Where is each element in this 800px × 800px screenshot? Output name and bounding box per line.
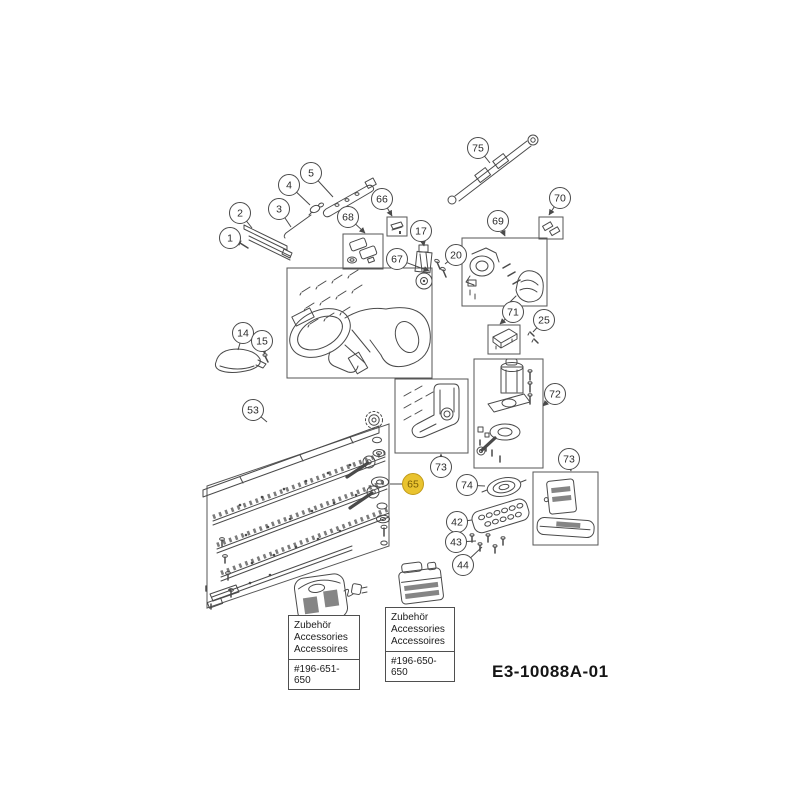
callout-1[interactable]: 1 [219,227,241,249]
part-box-66 [386,216,408,237]
callout-25[interactable]: 25 [532,309,555,333]
svg-text:43: 43 [450,537,462,549]
callout-15[interactable]: 15 [251,330,273,355]
part-blade-guide-53 [202,425,380,498]
svg-text:70: 70 [554,193,566,205]
svg-text:53: 53 [247,405,259,417]
svg-text:68: 68 [342,212,354,224]
callout-68[interactable]: 68 [337,206,366,234]
callout-14[interactable]: 14 [232,322,254,351]
svg-text:2: 2 [237,208,243,220]
svg-text:5: 5 [308,168,314,180]
accessory-line: Zubehör [294,620,332,631]
svg-text:4: 4 [286,180,292,192]
part-screws-20 [434,258,447,278]
svg-text:3: 3 [276,204,282,216]
part-box-72 [473,358,544,469]
part-box-68 [342,233,384,270]
svg-text:66: 66 [376,194,388,206]
svg-text:74: 74 [461,480,473,492]
part-screw-1 [238,240,249,249]
part-box-70 [538,216,564,240]
part-screws-25 [527,331,539,344]
callout-69[interactable]: 69 [487,210,509,237]
callout-2[interactable]: 2 [229,202,253,229]
callout-5[interactable]: 5 [300,162,334,198]
svg-text:72: 72 [549,389,561,401]
svg-text:65: 65 [407,479,419,491]
callout-42[interactable]: 42 [446,511,473,533]
part-box-69 [461,237,548,307]
svg-text:69: 69 [492,216,504,228]
accessory-part-number: #196-651-650 [289,659,359,689]
part-rod-3 [283,214,312,239]
part-screw-15 [262,353,269,363]
svg-text:71: 71 [507,307,519,319]
callout-73[interactable]: 73 [430,453,452,478]
svg-text:25: 25 [538,315,550,327]
svg-text:15: 15 [256,336,268,348]
svg-text:44: 44 [457,560,469,572]
svg-text:75: 75 [472,143,484,155]
part-clamp-4 [308,202,324,216]
part-box-71 [487,324,521,355]
accessory-battery [398,561,444,605]
callout-layer: 1 2 34 5 75 66 68 17 20 67 69 70 71 25 14 15 53 65 73 72 74 4… [219,137,580,576]
part-guard-rail-2 [243,224,293,261]
callout-71[interactable]: 71 [499,301,524,325]
part-screws-43-44 [469,533,506,554]
accessory-line: Accessories [391,624,445,635]
part-grille-74 [481,477,527,497]
part-shoulder-strap-75 [447,134,539,205]
part-plate-42 [471,498,530,534]
svg-text:14: 14 [237,328,249,340]
callout-75[interactable]: 75 [467,137,491,164]
callout-43[interactable]: 43 [445,531,477,553]
callout-65[interactable]: 65 [390,473,424,495]
callout-53[interactable]: 53 [242,399,268,423]
part-box-67 [286,267,433,379]
callout-4[interactable]: 4 [278,174,311,206]
part-motor-17 [414,244,433,290]
diagram-id: E3-10088A-01 [492,662,609,681]
callout-72[interactable]: 72 [542,383,566,407]
accessory-line: Zubehör [391,612,429,623]
callout-73[interactable]: 73 [558,448,580,472]
accessory-part-number: #196-650-650 [386,651,454,681]
callout-3[interactable]: 3 [268,198,292,228]
callout-20[interactable]: 20 [444,244,467,266]
callout-44[interactable]: 44 [452,546,483,576]
part-washer-stack-65 [345,411,390,546]
svg-text:17: 17 [415,226,427,238]
callout-70[interactable]: 70 [548,187,571,216]
callout-74[interactable]: 74 [456,474,486,496]
part-handle-bar-5 [322,177,377,218]
part-hand-guard-14 [214,348,267,373]
accessory-label-box-right: Zubehör Accessories Accessoires #196-650… [385,607,455,682]
accessory-line: Accessories [294,632,348,643]
callout-67[interactable]: 67 [386,248,430,272]
svg-text:20: 20 [450,250,462,262]
part-blade-assembly [202,423,390,610]
callout-17[interactable]: 17 [410,220,432,247]
accessory-line: Accessoires [391,636,445,647]
svg-text:1: 1 [227,233,233,245]
accessory-label-box-left: Zubehör Accessories Accessoires #196-651… [288,615,360,690]
accessory-line: Accessoires [294,644,348,655]
svg-text:73: 73 [563,454,575,466]
callout-66[interactable]: 66 [371,188,393,217]
svg-text:42: 42 [451,517,463,529]
svg-text:73: 73 [435,462,447,474]
part-box-73-left [394,378,469,454]
svg-text:67: 67 [391,254,403,266]
part-box-73-right [532,471,599,546]
